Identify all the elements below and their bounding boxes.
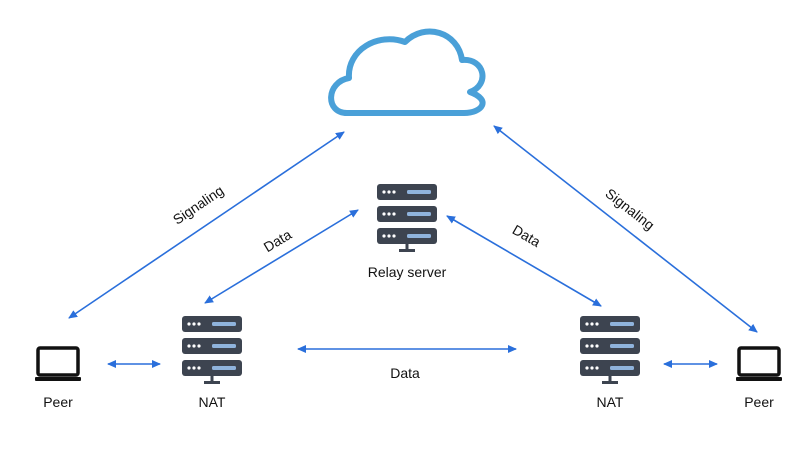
peer-right-label: Peer	[744, 394, 774, 410]
data-left-arrow	[204, 209, 359, 304]
signaling-left-arrow	[68, 131, 345, 319]
peer-left-label: Peer	[43, 394, 73, 410]
data-right-label: Data	[510, 221, 544, 250]
relay-server-label: Relay server	[368, 264, 447, 280]
signaling-right-label: Signaling	[602, 185, 657, 233]
data-bottom-label: Data	[390, 365, 420, 381]
nat-right-server-icon	[580, 316, 640, 384]
nat-right-label: NAT	[597, 394, 624, 410]
signaling-right-arrow	[493, 125, 758, 333]
peer-left-laptop-icon	[33, 346, 83, 383]
signaling-left-label: Signaling	[170, 182, 227, 227]
data-right-arrow	[446, 215, 602, 307]
peer-right-laptop-icon	[734, 346, 784, 383]
relay-server-icon	[377, 184, 437, 252]
cloud-icon	[328, 28, 486, 116]
nat-left-server-icon	[182, 316, 242, 384]
nat-left-label: NAT	[199, 394, 226, 410]
